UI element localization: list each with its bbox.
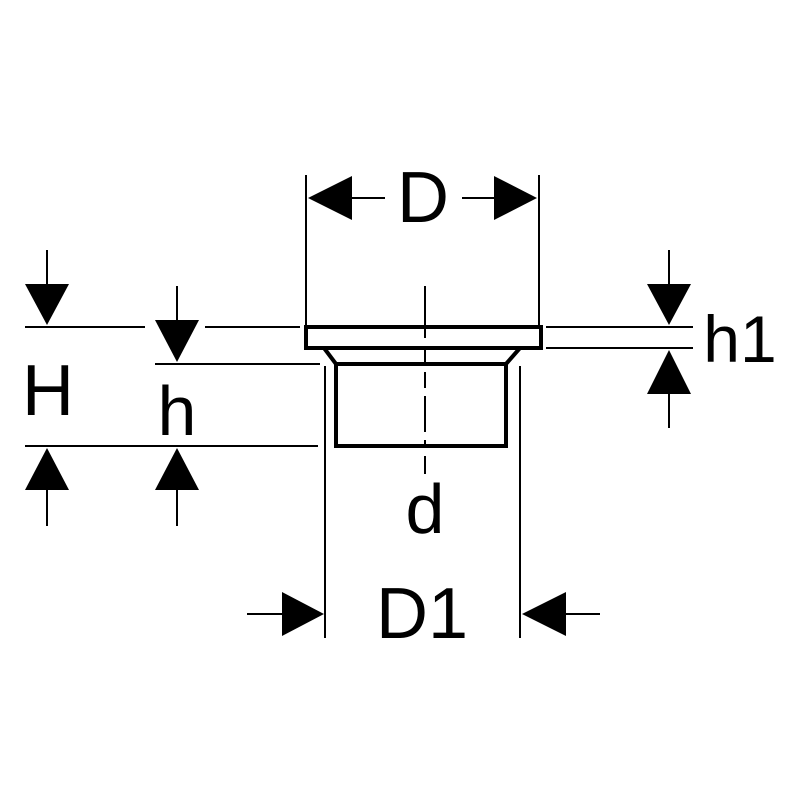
arrow-h-spigot-down: [155, 320, 199, 362]
arrow-h-spigot-up: [155, 448, 199, 490]
arrow-d-right: [494, 176, 537, 220]
spigot-body: [334, 364, 508, 448]
dimension-d1: D1: [247, 574, 600, 654]
label-h-total: H: [22, 351, 74, 431]
arrow-d-left: [308, 176, 352, 220]
label-h1: h1: [703, 302, 776, 376]
arrow-d1-left: [282, 592, 324, 636]
flange-rim: [304, 325, 543, 350]
arrow-h-total-up: [25, 448, 69, 490]
dimension-h-spigot: h: [155, 286, 199, 526]
dimension-h-total: H: [22, 250, 74, 526]
part-outline: [304, 325, 543, 448]
label-d: D: [397, 158, 449, 238]
label-d1: D1: [376, 574, 468, 654]
arrow-h1-down: [647, 284, 691, 325]
arrow-h-total-down: [25, 284, 69, 325]
label-h-spigot: h: [158, 372, 197, 450]
dimension-d: D: [308, 158, 537, 238]
arrow-h1-up: [647, 350, 691, 394]
label-d-inner: d: [406, 470, 445, 548]
dimension-h1: h1: [647, 250, 777, 428]
arrow-d1-right: [522, 592, 566, 636]
extension-lines: [25, 175, 693, 638]
flange-taper: [322, 346, 522, 366]
